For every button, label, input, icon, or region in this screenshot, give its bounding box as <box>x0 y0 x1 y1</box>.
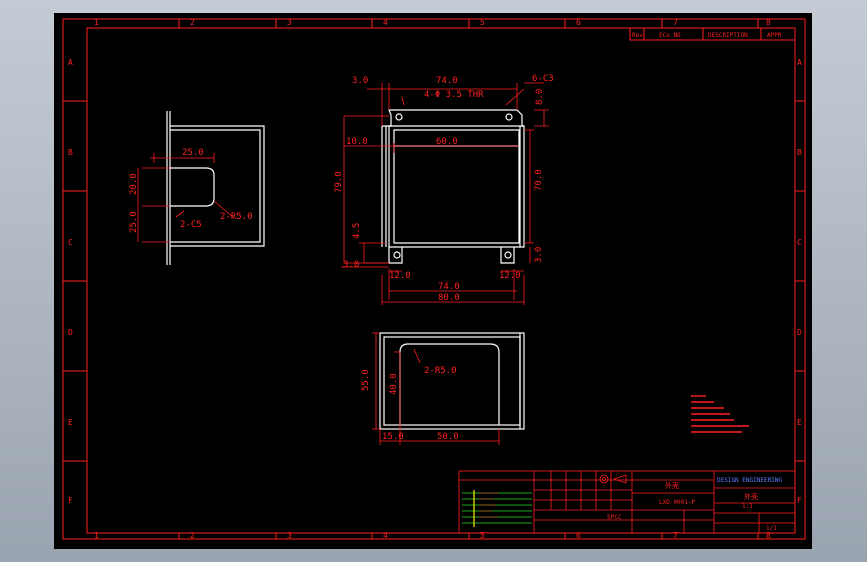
dim-label: 55.0 <box>361 369 371 391</box>
dim-label: 20.0 <box>129 173 139 195</box>
col-label: 5 <box>480 18 485 27</box>
row-label: A <box>68 58 73 67</box>
part-name: 外壳 <box>665 481 679 490</box>
dim-label: 2-C5 <box>180 220 202 230</box>
row-label: B <box>797 148 802 157</box>
company-name: DESIGN ENGINEERING <box>717 477 782 484</box>
sheet-border <box>62 18 806 540</box>
col-label: 7 <box>673 18 678 27</box>
technical-notes <box>691 395 749 433</box>
col-label: 2 <box>190 18 195 27</box>
dim-label: 74.0 <box>438 282 460 292</box>
dim-label: 2-R5.0 <box>424 366 457 376</box>
row-label: E <box>797 418 802 427</box>
dim-label: 50.0 <box>437 432 459 442</box>
rev-header: DESCRIPTION <box>708 32 748 39</box>
dim-label: 4.5 <box>352 223 362 239</box>
material: SPCC <box>607 514 622 521</box>
row-label: F <box>797 496 802 505</box>
row-label: C <box>68 238 73 247</box>
col-label: 3 <box>287 18 292 27</box>
row-label: C <box>797 238 802 247</box>
dim-label: 80.0 <box>438 293 460 303</box>
row-label: F <box>68 496 73 505</box>
dim-label: 6-C3 <box>532 74 554 84</box>
col-label: 3 <box>287 531 292 540</box>
side-view[interactable]: 25.0 20.0 25.0 2-C5 2-R5.0 <box>129 111 265 265</box>
col-label: 8 <box>766 18 771 27</box>
dim-label: 3.0 <box>343 260 359 270</box>
dim-label: 70.0 <box>534 169 544 191</box>
col-label: 6 <box>576 18 581 27</box>
dim-label: 3.0 <box>352 76 368 86</box>
col-label: 8 <box>766 531 771 540</box>
drawing-sheet: 1 2 3 4 5 6 7 8 1 2 3 4 5 6 7 8 A B C D … <box>62 18 806 540</box>
dim-label: 8.0 <box>535 89 545 105</box>
col-label: 1 <box>94 18 99 27</box>
col-label: 1 <box>94 531 99 540</box>
revision-table: Rev ECo NO DESCRIPTION APPR <box>629 27 796 41</box>
dim-label: 25.0 <box>129 211 139 233</box>
scale: 1:1 <box>742 503 753 510</box>
col-label: 2 <box>190 531 195 540</box>
dim-label: 40.0 <box>389 373 399 395</box>
dim-label: 4-Φ 3.5 THR <box>424 90 484 100</box>
dim-label: 12.0 <box>389 271 411 281</box>
title-block: 外壳 LXD-0001-P SPCC 1:1 1/1 DESIGN ENGINE… <box>458 470 796 534</box>
row-label: B <box>68 148 73 157</box>
row-label: D <box>797 328 802 337</box>
dim-label: 79.0 <box>334 171 344 193</box>
col-label: 4 <box>383 18 388 27</box>
dim-label: 3.0 <box>534 247 544 263</box>
dim-label: 74.0 <box>436 76 458 86</box>
top-view[interactable]: 3.0 74.0 4-Φ 3.5 THR 6-C3 8.0 10.0 60.0 … <box>334 74 554 305</box>
dim-label: 12.0 <box>499 271 521 281</box>
rev-header: APPR <box>767 32 782 39</box>
sheet-number: 1/1 <box>766 525 777 532</box>
drawing-number: LXD-0001-P <box>659 499 696 506</box>
dim-label: 60.0 <box>436 137 458 147</box>
projection-symbol-icon <box>599 474 627 484</box>
rev-header: ECo NO <box>659 32 681 39</box>
row-label: E <box>68 418 73 427</box>
col-label: 5 <box>480 531 485 540</box>
col-label: 7 <box>673 531 678 540</box>
col-label: 4 <box>383 531 388 540</box>
part-name-alt: 外壳 <box>744 492 758 501</box>
row-label: D <box>68 328 73 337</box>
row-label: A <box>797 58 802 67</box>
front-view[interactable]: 2-R5.0 55.0 40.0 15.0 50.0 <box>361 332 525 445</box>
dim-label: 10.0 <box>346 137 368 147</box>
cad-viewport[interactable]: 1 2 3 4 5 6 7 8 1 2 3 4 5 6 7 8 A B C D … <box>54 13 812 549</box>
col-label: 6 <box>576 531 581 540</box>
dim-label: 15.0 <box>382 432 404 442</box>
dim-label: 25.0 <box>182 148 204 158</box>
rev-header: Rev <box>632 32 643 39</box>
dim-label: 2-R5.0 <box>220 212 253 222</box>
grid-labels: 1 2 3 4 5 6 7 8 1 2 3 4 5 6 7 8 A B C D … <box>68 18 802 540</box>
